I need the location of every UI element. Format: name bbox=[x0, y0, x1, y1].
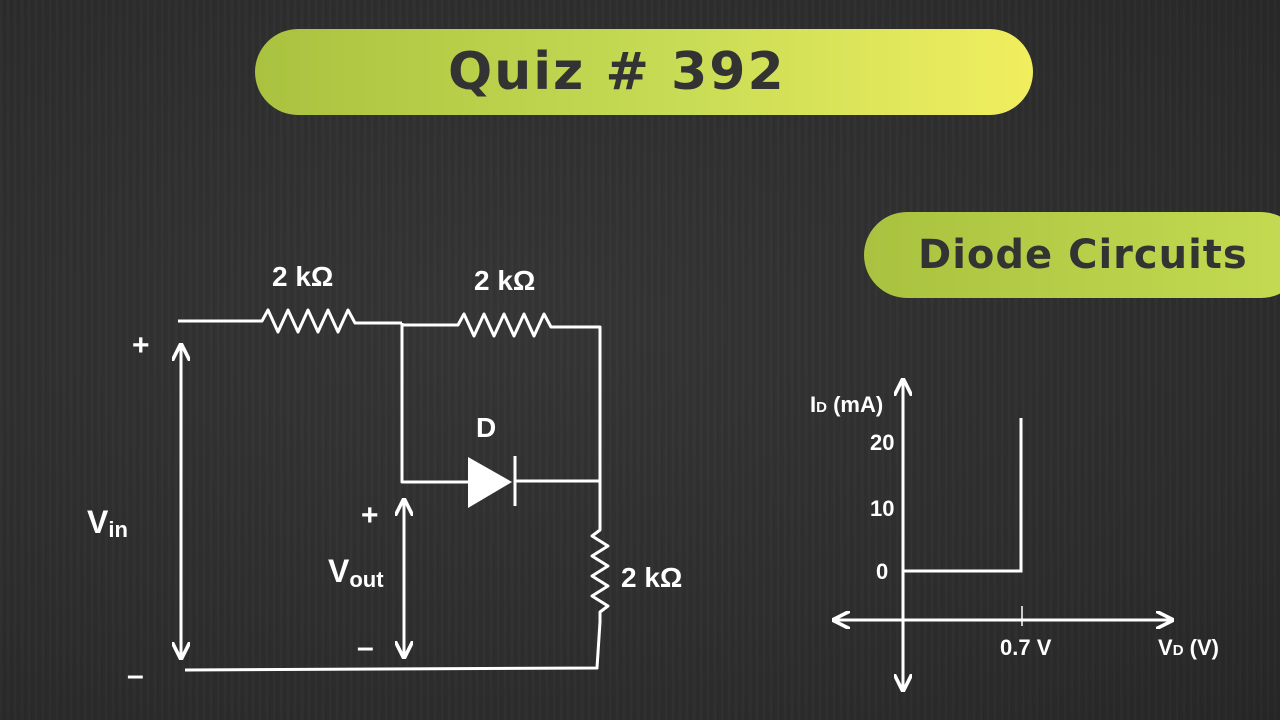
page-title: Quiz # 392 bbox=[448, 42, 786, 102]
top-left-wire bbox=[178, 308, 402, 334]
vout-minus: – bbox=[357, 631, 374, 664]
resistor-top-left-label: 2 kΩ bbox=[272, 261, 333, 292]
y-tick-0: 0 bbox=[876, 559, 888, 584]
topic-label: Diode Circuits bbox=[918, 232, 1248, 278]
y-tick-10: 10 bbox=[870, 496, 894, 521]
y-axis-label: ID (mA) bbox=[810, 392, 883, 417]
diode-triangle bbox=[468, 457, 512, 508]
iv-graph bbox=[834, 380, 1172, 690]
vin-label: Vin bbox=[87, 504, 128, 542]
vout-label: Vout bbox=[328, 553, 384, 592]
vin-minus: – bbox=[127, 659, 144, 692]
vout-plus: + bbox=[361, 499, 379, 532]
x-tick-07-label: 0.7 V bbox=[1000, 635, 1052, 660]
diode-branch-wire bbox=[400, 323, 468, 484]
circuit-diagram bbox=[178, 308, 610, 672]
y-tick-20: 20 bbox=[870, 430, 894, 455]
title-banner: Quiz # 392 bbox=[255, 29, 1033, 115]
vin-plus: + bbox=[132, 329, 150, 362]
top-right-wire bbox=[402, 312, 602, 482]
diode-curve bbox=[903, 418, 1023, 573]
right-resistor-wire bbox=[184, 482, 610, 672]
x-axis-label: VD (V) bbox=[1158, 635, 1219, 660]
resistor-top-right-label: 2 kΩ bbox=[474, 265, 535, 296]
diode-label: D bbox=[476, 412, 496, 443]
resistor-right-label: 2 kΩ bbox=[621, 562, 682, 593]
topic-banner: Diode Circuits bbox=[864, 212, 1280, 298]
